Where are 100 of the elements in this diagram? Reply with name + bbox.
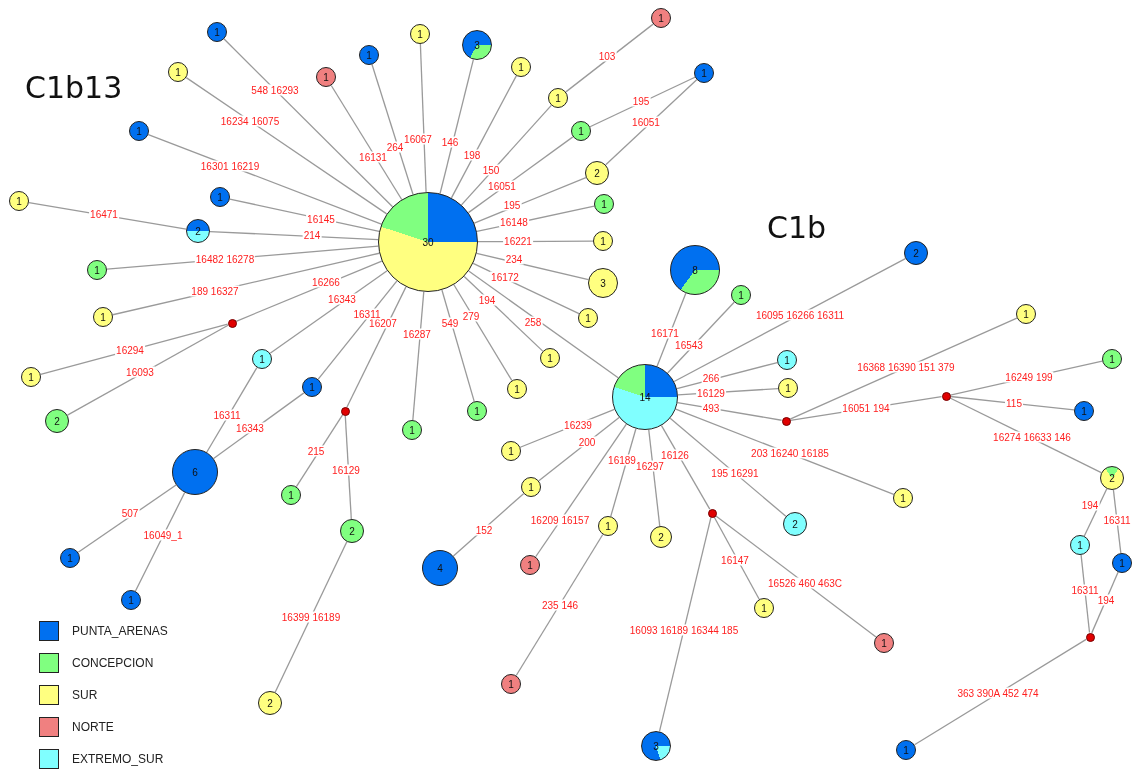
connector-line xyxy=(714,515,877,638)
edge-label: 507 xyxy=(120,507,140,519)
haplotype-circle: 1 xyxy=(778,378,798,398)
edge-label: 16266 xyxy=(311,276,341,288)
haplotype-circle: 1 xyxy=(651,8,671,28)
edge-label: 16287 xyxy=(402,328,432,340)
connector-line xyxy=(439,58,475,195)
edge-label: 16051 xyxy=(631,116,661,128)
edge-label: 103 xyxy=(597,50,617,62)
edge-label: 198 xyxy=(462,149,482,161)
haplotype-circle: 1 xyxy=(93,307,113,327)
haplotype-circle: 1 xyxy=(540,348,560,368)
edge-label: 16067 xyxy=(403,133,433,145)
connector-line xyxy=(949,395,1075,411)
haplotype-circle: 1 xyxy=(501,441,521,461)
haplotype-circle: 2 xyxy=(340,519,364,543)
edge-label: 16131 xyxy=(358,151,388,163)
edge-label: 16297 xyxy=(635,460,665,472)
edge-label: 16249 199 xyxy=(1004,371,1054,383)
connector-line xyxy=(669,417,787,517)
haplotype-circle: 1 xyxy=(467,401,487,421)
connector-line xyxy=(453,284,513,382)
connector-line xyxy=(673,258,907,383)
edge-label: 16311 xyxy=(1102,514,1132,526)
edge-label: 16274 16633 146 xyxy=(992,431,1072,443)
edge-label: 16221 xyxy=(503,235,533,247)
connector-line xyxy=(274,541,348,693)
haplotype-circle: 1 xyxy=(594,194,614,214)
edge-label: 16051 194 xyxy=(841,402,891,414)
haplotype-circle: 4 xyxy=(422,550,458,586)
legend-label: SUR xyxy=(72,688,98,702)
edge-label: 16209 16157 xyxy=(529,514,591,526)
haplotype-circle: 1 xyxy=(87,260,107,280)
edge-label: 16311 xyxy=(1070,584,1100,596)
connector-line xyxy=(77,484,177,553)
edge-label: 16148 xyxy=(499,216,529,228)
connector-line xyxy=(419,43,427,193)
haplotype-circle: 1 xyxy=(168,62,188,82)
connector-line xyxy=(476,252,590,281)
haplotype-circle: 1 xyxy=(210,187,230,207)
haplotype-circle: 2 xyxy=(783,512,807,536)
connector-line xyxy=(1083,488,1108,537)
edge-label: 16129 xyxy=(331,464,361,476)
connector-line xyxy=(1091,571,1119,634)
haplotype-circle: 2 xyxy=(904,241,928,265)
edge-label: 16471 xyxy=(89,208,119,220)
pie-haplotype-circle: 14 xyxy=(612,364,678,430)
connector-line xyxy=(346,286,407,408)
haplotype-circle: 2 xyxy=(650,526,672,548)
edge-label: 16311 xyxy=(212,409,242,421)
haplotype-circle: 1 xyxy=(359,45,379,65)
haplotype-circle: 1 xyxy=(1070,535,1090,555)
edge-label: 16301 16219 xyxy=(199,160,261,172)
haplotype-circle: 1 xyxy=(1102,349,1122,369)
edge-label: 215 xyxy=(306,445,326,457)
edge-label: 16126 xyxy=(660,449,690,461)
edge-label: 146 xyxy=(440,136,460,148)
connector-line xyxy=(185,76,388,215)
edge-label: 16399 16189 xyxy=(280,611,342,623)
edge-label: 16368 16390 151 379 xyxy=(856,361,956,373)
connector-line xyxy=(538,416,620,482)
edge-label: 16294 xyxy=(115,344,145,356)
pie-haplotype-circle: 2 xyxy=(1100,466,1124,490)
connector-line xyxy=(269,270,388,354)
edge-label: 16343 xyxy=(235,422,265,434)
connector-line xyxy=(223,38,394,208)
haplotype-circle: 1 xyxy=(578,308,598,328)
haplotype-circle: 1 xyxy=(1016,304,1036,324)
connector-line xyxy=(713,516,760,600)
connector-line xyxy=(565,23,654,93)
edge-label: 195 xyxy=(502,199,522,211)
edge-label: 279 xyxy=(461,310,481,322)
haplotype-circle: 1 xyxy=(598,516,618,536)
connector-line xyxy=(515,533,604,677)
haplotype-circle: 1 xyxy=(754,598,774,618)
edge-label: 16543 xyxy=(674,339,704,351)
haplotype-circle: 1 xyxy=(694,63,714,83)
legend-label: PUNTA_ARENAS xyxy=(72,624,168,638)
edge-label: 16526 460 463C xyxy=(767,577,843,589)
connector-line xyxy=(134,491,186,592)
edge-label: 16129 xyxy=(696,387,726,399)
edge-label: 16051 xyxy=(487,180,517,192)
edge-label: 200 xyxy=(577,436,597,448)
median-vector-dot xyxy=(340,406,350,416)
edge-label: 234 xyxy=(504,253,524,265)
haplotype-circle: 1 xyxy=(511,57,531,77)
edge-label: 266 xyxy=(701,372,721,384)
haplotype-circle: 1 xyxy=(21,367,41,387)
haplotype-circle: 1 xyxy=(777,350,797,370)
edge-label: 203 16240 16185 xyxy=(750,447,830,459)
haplotype-circle: 2 xyxy=(258,691,282,715)
haplotype-circle: 1 xyxy=(507,379,527,399)
legend-label: CONCEPCION xyxy=(72,656,154,670)
haplotype-circle: 6 xyxy=(172,449,218,495)
haplotype-circle: 1 xyxy=(281,485,301,505)
edge-label: 16095 16266 16311 xyxy=(754,309,846,321)
edge-label: 235 146 xyxy=(540,599,580,611)
connector-line xyxy=(605,79,698,166)
edge-label: 16049_1 xyxy=(142,529,184,541)
connector-line xyxy=(371,63,414,195)
